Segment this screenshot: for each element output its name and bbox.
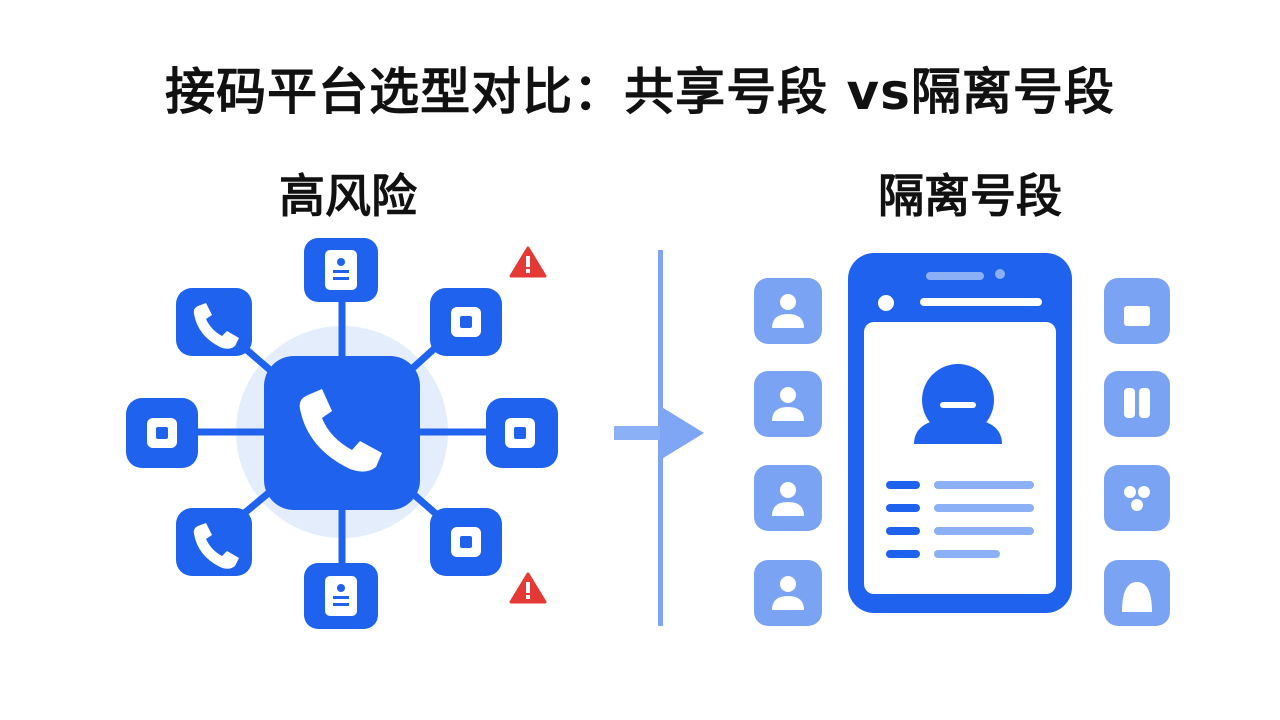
id-card-node-top [304, 238, 378, 302]
id-card-node-bottom [304, 563, 378, 629]
service-icon [1122, 306, 1152, 612]
isolated-segment-label: 隔离号段 [878, 169, 1062, 223]
phone-icon [193, 303, 239, 349]
device-node-lower-right [430, 508, 502, 576]
phone-node-lower-left [176, 508, 252, 576]
transition-arrow [614, 250, 704, 626]
phone-node-upper-left [176, 288, 252, 356]
page-title: 接码平台选型对比：共享号段 vs隔离号段 [165, 63, 1115, 121]
user-icon [772, 294, 804, 610]
service-tiles-right [1104, 278, 1170, 626]
shared-hub-network [126, 238, 558, 629]
device-node-upper-right [430, 288, 502, 356]
central-phone-hub [264, 356, 420, 510]
phone-icon [299, 389, 382, 472]
isolated-phone-panel [754, 253, 1170, 626]
high-risk-label: 高风险 [279, 169, 417, 223]
phone-icon [193, 523, 239, 569]
device-node-left [126, 398, 198, 468]
number-list [886, 481, 1034, 558]
warning-icon-bottom [509, 572, 547, 604]
warning-icon-top [509, 246, 547, 278]
user-tiles-left [754, 278, 822, 626]
device-node-right [486, 398, 558, 468]
avatar-icon [914, 364, 1002, 444]
